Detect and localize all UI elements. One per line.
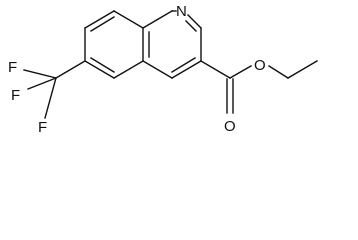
bond-c3-c4 <box>171 60 202 79</box>
bond-cf3-f3 <box>44 77 57 119</box>
bond-c8a-c1 <box>142 10 173 29</box>
bond-c6-c5-inner <box>90 57 115 73</box>
bond-ester-o-ch2 <box>268 65 289 79</box>
bond-c6-cf3 <box>55 60 86 79</box>
nitrogen-atom-label: N <box>176 3 187 20</box>
bond-c4-c4a <box>142 60 173 79</box>
benzene-ring <box>84 10 144 79</box>
bond-c3-c4-inner <box>171 57 196 73</box>
carbonyl-oxygen-atom-label: O <box>224 118 236 135</box>
fluorine-atom-label-3: F <box>38 119 47 136</box>
bond-cf3-f1 <box>23 69 57 79</box>
bond-c5-c4a <box>113 60 144 79</box>
bond-carbonyl-ester-o <box>229 65 252 79</box>
bond-n-c2-inner <box>185 20 197 32</box>
fluorine-atom-label-2: F <box>11 87 20 104</box>
bond-c6-c5 <box>84 60 115 79</box>
bond-c8-c7 <box>84 10 115 29</box>
fluorine-atom-label-1: F <box>8 59 17 76</box>
ester-oxygen-atom-label: O <box>254 57 266 74</box>
bond-ch2-ch3 <box>287 60 318 79</box>
trifluoromethyl-group <box>23 60 86 119</box>
bond-c3-carbonyl <box>200 60 231 79</box>
ethyl-ester-group <box>200 60 318 114</box>
pyridine-ring <box>142 10 202 79</box>
bond-n-c2 <box>187 14 202 29</box>
bond-c8-c7-inner <box>90 16 115 32</box>
bond-cf3-f2 <box>27 77 57 90</box>
bond-c8a-c8 <box>113 10 144 29</box>
chemical-structure: N O O F F F <box>8 3 318 136</box>
